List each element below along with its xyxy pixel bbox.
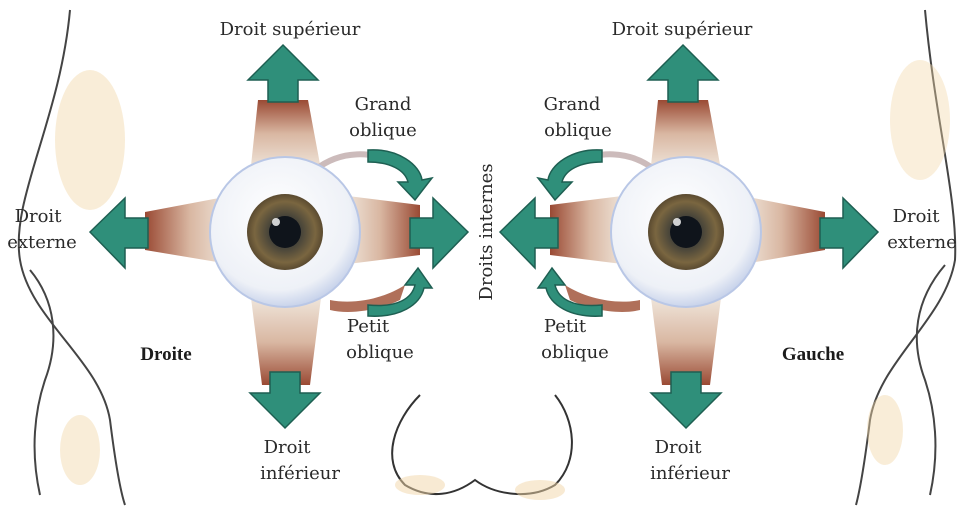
right-external-rectus-label-1: Droit: [15, 206, 63, 227]
right-left-arrow: [90, 198, 148, 268]
right-superior-rectus-label: Droit supérieur: [220, 19, 361, 40]
right-inferior-rectus-label-2: inférieur: [260, 463, 340, 484]
right-curved-arrow-top: [368, 150, 432, 200]
left-superior-rectus-label: Droit supérieur: [612, 19, 753, 40]
skin-tint: [515, 480, 565, 500]
right-inferior-oblique-label-2: oblique: [346, 342, 414, 363]
left-up-arrow: [648, 45, 718, 102]
skin-tint: [55, 70, 125, 210]
right-inferior-oblique-label-1: Petit: [347, 316, 390, 337]
left-curved-arrow-top: [538, 150, 602, 200]
right-external-rectus-label-2: externe: [7, 232, 77, 253]
left-external-rectus-label-2: externe: [887, 232, 957, 253]
skin-tint: [60, 415, 100, 485]
left-right-arrow: [820, 198, 878, 268]
side-label-left: Gauche: [782, 344, 844, 365]
right-ear-outline: [30, 270, 53, 495]
left-inferior-rectus-label-2: inférieur: [650, 463, 730, 484]
right-inferior-rectus-label-1: Droit: [264, 437, 312, 458]
right-superior-oblique-label-2: oblique: [349, 120, 417, 141]
left-inferior-rectus-label-1: Droit: [655, 437, 703, 458]
right-superior-oblique-label-1: Grand: [355, 94, 412, 115]
left-external-rectus-label-1: Droit: [893, 206, 941, 227]
side-label-right: Droite: [140, 344, 191, 365]
left-left-arrow: [500, 198, 558, 268]
internal-recti-label: Droits internes: [476, 163, 497, 300]
left-superior-oblique-label-1: Grand: [544, 94, 601, 115]
left-inferior-oblique-label-2: oblique: [541, 342, 609, 363]
left-superior-oblique-label-2: oblique: [544, 120, 612, 141]
right-up-arrow: [248, 45, 318, 102]
left-inferior-oblique-label-1: Petit: [544, 316, 587, 337]
left-eye-highlight: [673, 218, 681, 226]
right-eye-highlight: [272, 218, 280, 226]
skin-tint: [890, 60, 950, 180]
skin-tint: [867, 395, 903, 465]
skin-tint: [395, 475, 445, 495]
